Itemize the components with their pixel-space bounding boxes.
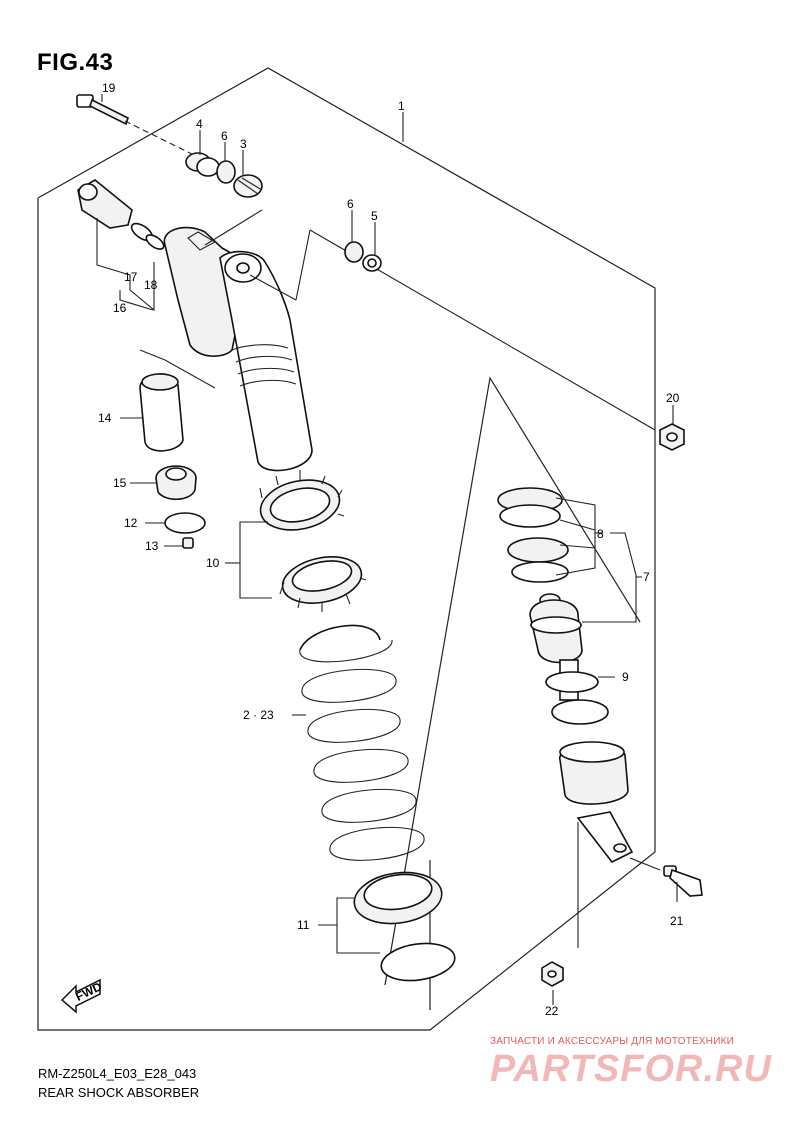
- callout-8: 8: [597, 527, 604, 541]
- assembly-frame: [37, 67, 656, 1031]
- callout-2-23: 2 · 23: [243, 708, 274, 722]
- callout-19: 19: [102, 81, 116, 95]
- callout-5: 5: [371, 209, 378, 223]
- sheet-title: REAR SHOCK ABSORBER: [38, 1085, 200, 1100]
- coil-spring: [299, 624, 425, 861]
- watermark-tagline: ЗАПЧАСТИ И АКСЕССУАРЫ ДЛЯ МОТОТЕХНИКИ: [490, 1036, 735, 1047]
- bushing-4: [185, 152, 220, 177]
- assembly-frame-inner: [384, 376, 641, 986]
- callout-22: 22: [545, 1004, 559, 1018]
- bearing-3: [233, 174, 263, 198]
- callout-13: 13: [145, 539, 159, 553]
- callout-9: 9: [622, 670, 629, 684]
- model-code: RM-Z250L4_E03_E28_043: [38, 1066, 197, 1081]
- adjuster-nut-10-upper: [259, 470, 345, 531]
- callout-4: 4: [196, 117, 203, 131]
- callout-21: 21: [670, 914, 684, 928]
- adjuster-nut-10-lower: [279, 556, 367, 612]
- bladder-14: [139, 373, 184, 452]
- bump-rubber-8: [497, 487, 569, 583]
- callout-10: 10: [206, 556, 220, 570]
- cap-15: [155, 465, 197, 501]
- shock-body: [139, 226, 313, 472]
- callout-18: 18: [144, 278, 158, 292]
- valve-13: [182, 537, 194, 549]
- seal-6-lower: [344, 241, 364, 263]
- snap-ring-12: [164, 512, 206, 534]
- callout-11: 11: [297, 918, 310, 932]
- callout-3: 3: [240, 137, 247, 151]
- o-ring-9: [545, 671, 599, 693]
- reservoir-cap-16: [77, 179, 165, 250]
- callout-6-upper: 6: [221, 129, 228, 143]
- bushing-5: [362, 254, 382, 272]
- bolt-19: [76, 94, 201, 159]
- bolt-21: [629, 857, 703, 897]
- callout-6-lower: 6: [347, 197, 354, 211]
- callout-16: 16: [113, 301, 127, 315]
- piston-rod-7: [529, 593, 609, 725]
- fwd-arrow-icon: FWD: [60, 978, 104, 1014]
- lower-clevis: [559, 741, 634, 864]
- nut-20: [659, 423, 685, 451]
- callout-17: 17: [124, 270, 138, 284]
- figure-title: FIG.43: [37, 49, 114, 76]
- nut-22: [541, 961, 564, 987]
- leader-lines: [96, 94, 678, 1005]
- callout-14: 14: [98, 411, 112, 425]
- callout-12: 12: [124, 516, 138, 530]
- spring-seat-11: [353, 871, 443, 925]
- watermark-brand: PARTSFOR.RU: [490, 1048, 772, 1090]
- callout-20: 20: [666, 391, 680, 405]
- callout-7: 7: [643, 570, 650, 584]
- seal-6-upper: [216, 160, 236, 184]
- callout-1: 1: [398, 99, 405, 113]
- stopper-ring-11: [380, 942, 456, 982]
- callout-15: 15: [113, 476, 127, 490]
